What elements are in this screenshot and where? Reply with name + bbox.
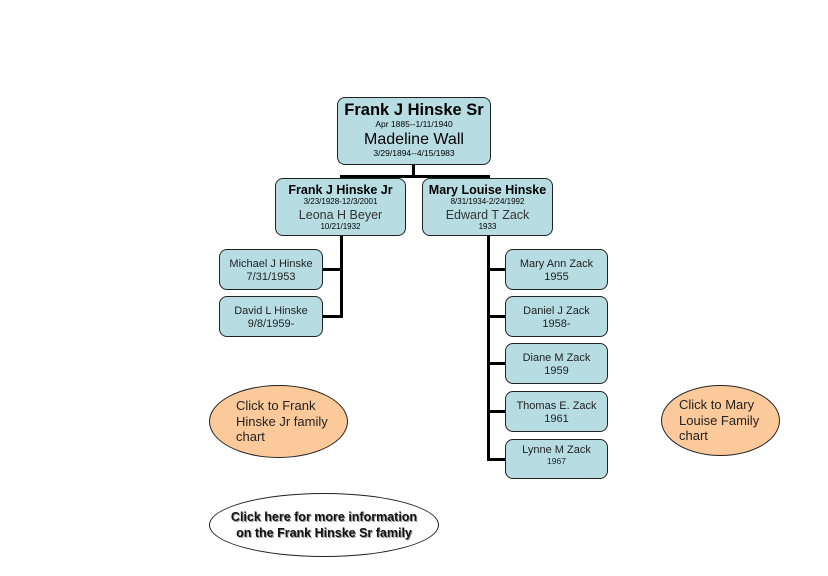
- child-mary-louise-spouse-dates: 1933: [478, 221, 497, 231]
- grandchild-name: Diane M Zack: [522, 352, 591, 364]
- grandchild-name: Thomas E. Zack: [516, 400, 597, 412]
- root-dates: Apr 1885--1/11/1940: [375, 118, 453, 129]
- child-mary-louise-dates: 8/31/1934-2/24/1992: [450, 197, 525, 207]
- mary-louise-chart-link[interactable]: Click to Mary Louise Family chart: [661, 385, 780, 456]
- more-info-link-line2: on the Frank Hinske Sr family: [236, 526, 412, 540]
- child2-drop-line: [487, 175, 490, 179]
- grandchild-box: Daniel J Zack 1958-: [505, 296, 608, 337]
- grandchild-dates: 9/8/1959-: [247, 317, 295, 330]
- more-info-link[interactable]: Click here for more information on the F…: [209, 493, 439, 557]
- grandchild-dates: 1961: [544, 412, 569, 425]
- grandchild-name: Michael J Hinske: [229, 258, 313, 270]
- grandchild-box: Lynne M Zack 1967: [505, 439, 608, 479]
- root-name: Frank J Hinske Sr: [344, 101, 484, 119]
- child2-trunk-line: [487, 236, 490, 461]
- grandchild-box: Mary Ann Zack 1955: [505, 249, 608, 290]
- grandchild3-branch-line: [487, 268, 506, 271]
- frank-jr-chart-link-text: Click to Frank Hinske Jr family chart: [236, 398, 328, 445]
- more-info-link-line1: Click here for more information: [230, 509, 418, 524]
- child-frank-jr-name: Frank J Hinske Jr: [288, 183, 393, 197]
- grandchild-dates: 1955: [544, 270, 569, 283]
- child-frank-jr-box: Frank J Hinske Jr 3/23/1928-12/3/2001 Le…: [275, 178, 406, 236]
- grandchild-box: David L Hinske 9/8/1959-: [219, 296, 323, 337]
- grandchild-box: Michael J Hinske 7/31/1953: [219, 249, 323, 290]
- child-mary-louise-box: Mary Louise Hinske 8/31/1934-2/24/1992 E…: [422, 178, 553, 236]
- root-person-box: Frank J Hinske Sr Apr 1885--1/11/1940 Ma…: [337, 97, 491, 165]
- grandchild-name: Lynne M Zack: [522, 444, 591, 456]
- grandchild-name: Mary Ann Zack: [519, 258, 594, 270]
- grandchild-dates: 1959: [544, 364, 569, 377]
- root-stem-line: [412, 164, 415, 176]
- grandchild1-branch-line: [323, 268, 343, 271]
- grandchild-box: Diane M Zack 1959: [505, 343, 608, 384]
- grandchild-name: David L Hinske: [234, 305, 308, 317]
- grandchild-dates: 7/31/1953: [246, 270, 296, 283]
- grandchild-name: Daniel J Zack: [523, 305, 590, 317]
- grandchild-dates: 1967: [547, 455, 566, 466]
- grandchild5-branch-line: [487, 362, 506, 365]
- root-bar-line: [340, 175, 490, 178]
- child-mary-louise-spouse: Edward T Zack: [445, 207, 530, 222]
- root-spouse-name: Madeline Wall: [364, 130, 464, 148]
- mary-louise-chart-link-text: Click to Mary Louise Family chart: [679, 397, 760, 444]
- grandchild-box: Thomas E. Zack 1961: [505, 391, 608, 432]
- child1-drop-line: [340, 175, 343, 179]
- frank-jr-chart-link[interactable]: Click to Frank Hinske Jr family chart: [209, 385, 348, 458]
- child1-trunk-line: [340, 236, 343, 318]
- grandchild6-branch-line: [487, 410, 506, 413]
- child-frank-jr-dates: 3/23/1928-12/3/2001: [303, 197, 378, 207]
- root-spouse-dates: 3/29/1894--4/15/1983: [373, 148, 455, 159]
- grandchild2-branch-line: [323, 315, 343, 318]
- child-frank-jr-spouse-dates: 10/21/1932: [320, 221, 361, 231]
- grandchild4-branch-line: [487, 315, 506, 318]
- child-mary-louise-name: Mary Louise Hinske: [428, 183, 547, 197]
- grandchild7-branch-line: [487, 458, 506, 461]
- grandchild-dates: 1958-: [542, 317, 571, 330]
- child-frank-jr-spouse: Leona H Beyer: [298, 207, 383, 222]
